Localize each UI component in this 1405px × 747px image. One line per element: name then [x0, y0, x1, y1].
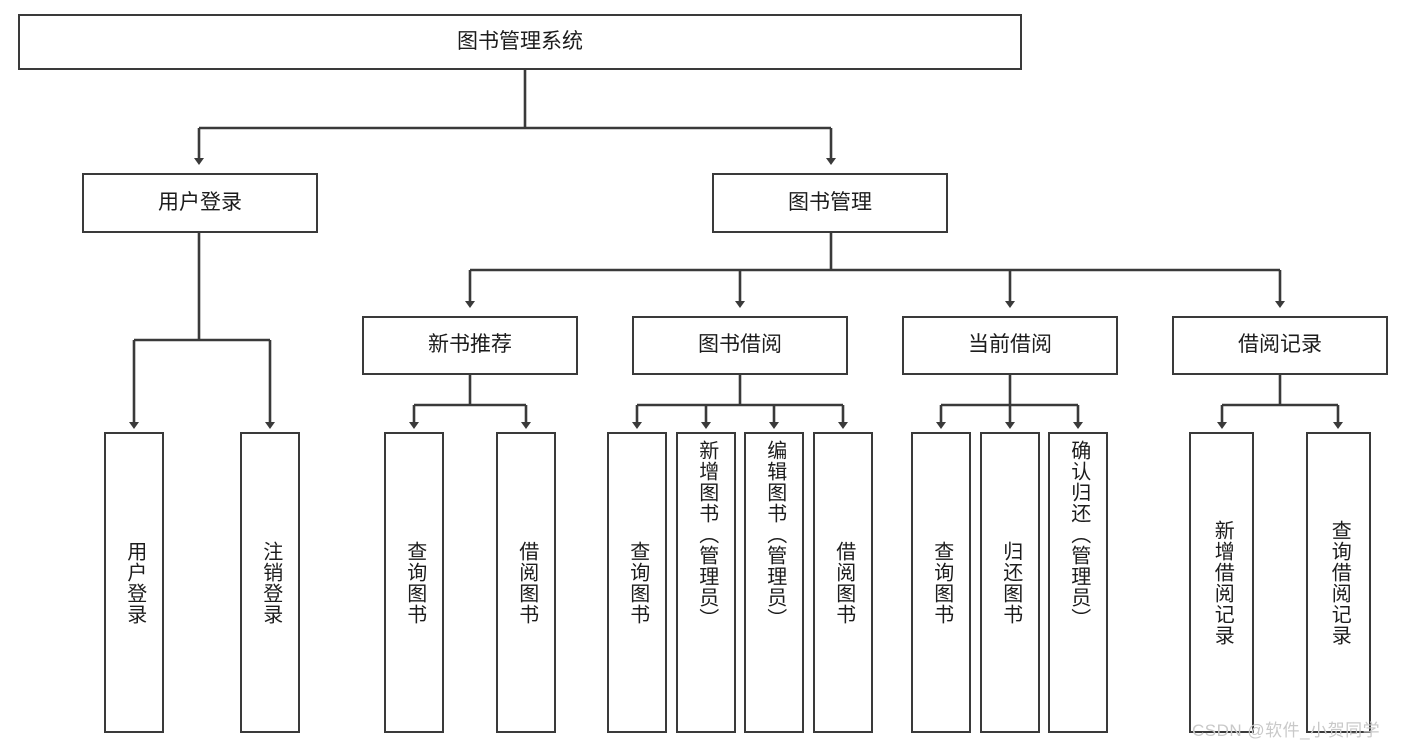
leaf-add-borrow-record[interactable]: 新增借阅记录 — [1189, 432, 1254, 733]
node-label: 当前借阅 — [968, 333, 1052, 357]
leaf-query-book-recommend[interactable]: 查询图书 — [384, 432, 444, 733]
node-label: 图书管理 — [788, 190, 872, 214]
node-label: 图书借阅 — [698, 333, 782, 357]
leaf-query-borrow-record[interactable]: 查询借阅记录 — [1306, 432, 1371, 733]
node-label: 注销登录 — [259, 540, 282, 625]
node-label: 查询图书 — [626, 540, 649, 625]
node-borrow-record[interactable]: 借阅记录 — [1172, 316, 1388, 375]
node-label: 编辑图书（管理员） — [763, 440, 786, 629]
node-label: 归还图书 — [999, 540, 1022, 625]
leaf-return-book[interactable]: 归还图书 — [980, 432, 1040, 733]
node-label: 图书管理系统 — [457, 29, 583, 53]
node-label: 确认归还（管理员） — [1067, 440, 1090, 629]
node-label: 查询图书 — [403, 540, 426, 625]
node-label: 新增图书（管理员） — [695, 440, 718, 629]
leaf-logout[interactable]: 注销登录 — [240, 432, 300, 733]
node-label: 查询图书 — [930, 540, 953, 625]
node-book-management[interactable]: 图书管理 — [712, 173, 948, 233]
node-label: 新书推荐 — [428, 333, 512, 357]
node-user-login[interactable]: 用户登录 — [82, 173, 318, 233]
node-root-book-management-system[interactable]: 图书管理系统 — [18, 14, 1022, 70]
leaf-add-book-admin[interactable]: 新增图书（管理员） — [676, 432, 736, 733]
node-label: 用户登录 — [123, 540, 146, 625]
node-new-book-recommend[interactable]: 新书推荐 — [362, 316, 578, 375]
leaf-borrow-book[interactable]: 借阅图书 — [813, 432, 873, 733]
leaf-query-book-borrow[interactable]: 查询图书 — [607, 432, 667, 733]
leaf-confirm-return-admin[interactable]: 确认归还（管理员） — [1048, 432, 1108, 733]
node-label: 借阅图书 — [515, 540, 538, 625]
node-label: 借阅记录 — [1238, 333, 1322, 357]
node-label: 用户登录 — [158, 190, 242, 214]
leaf-borrow-book-recommend[interactable]: 借阅图书 — [496, 432, 556, 733]
node-label: 新增借阅记录 — [1211, 519, 1234, 646]
csdn-watermark: CSDN @软件_小贺同学 — [1192, 721, 1381, 740]
leaf-edit-book-admin[interactable]: 编辑图书（管理员） — [744, 432, 804, 733]
node-label: 查询借阅记录 — [1328, 519, 1351, 646]
node-book-borrow[interactable]: 图书借阅 — [632, 316, 848, 375]
leaf-query-book-current[interactable]: 查询图书 — [911, 432, 971, 733]
node-current-borrow[interactable]: 当前借阅 — [902, 316, 1118, 375]
node-label: 借阅图书 — [832, 540, 855, 625]
leaf-user-login[interactable]: 用户登录 — [104, 432, 164, 733]
